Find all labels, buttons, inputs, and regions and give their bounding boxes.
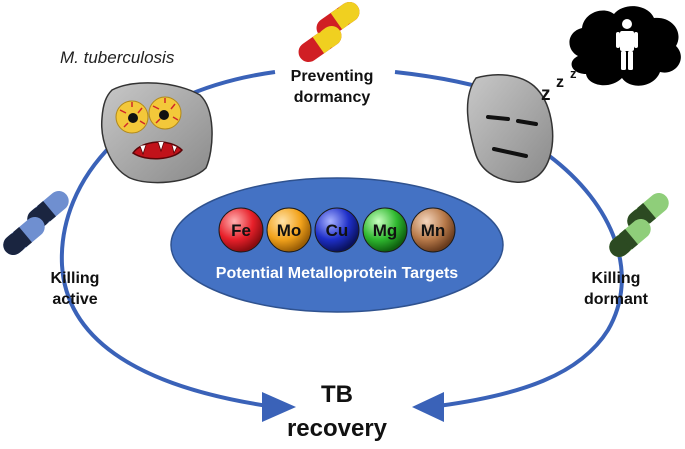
metal-symbol-cu: Cu (326, 221, 349, 240)
pill-icon-right-b (609, 219, 651, 257)
stage-killing-dormant: Killing dormant (566, 268, 666, 310)
stage-preventing-dormancy: Preventing dormancy (262, 66, 402, 108)
pill-icon-left-b (3, 217, 45, 255)
metal-ball-mn: Mn (410, 207, 456, 253)
stage-preventing-line1: Preventing (290, 68, 374, 85)
arrow-head-right (412, 392, 444, 422)
stage-killing-active-line1: Killing (50, 270, 100, 287)
metal-ball-mn-sphere (410, 207, 456, 253)
organism-label: M. tuberculosis (60, 48, 175, 67)
outcome-line1: TB (321, 381, 353, 408)
sleep-z-2: z (556, 74, 564, 91)
outcome-label: TB recovery (262, 378, 412, 446)
stage-killing-dormant-line2: dormant (584, 291, 648, 308)
metal-ball-fe: Fe (218, 207, 264, 253)
angry-eye-right (148, 96, 182, 130)
metal-symbol-mg: Mg (373, 221, 398, 240)
angry-eye-left (115, 100, 149, 134)
stage-preventing-line2: dormancy (293, 89, 371, 106)
person-icon (616, 19, 638, 70)
stage-killing-active-line2: active (52, 291, 98, 308)
dormant-bacterium (466, 73, 554, 183)
outcome-line2: recovery (286, 415, 388, 442)
metal-ball-group: Fe Mo Cu Mg Mn (218, 207, 456, 253)
sleep-z-3: z (570, 66, 577, 81)
active-bacterium (101, 82, 213, 184)
sleep-z-1: z (541, 84, 551, 105)
metal-ball-mo-sphere (266, 207, 312, 253)
metal-ball-mg-sphere (362, 207, 408, 253)
targets-title: Potential Metalloprotein Targets (216, 265, 459, 282)
metal-ball-mg: Mg (362, 207, 408, 253)
pill-icon-top-b (298, 25, 342, 63)
metal-ball-mo: Mo (266, 207, 312, 253)
metal-symbol-mo: Mo (277, 221, 302, 240)
metal-ball-cu-sphere (314, 207, 360, 253)
stage-killing-dormant-line1: Killing (591, 270, 641, 287)
metal-symbol-mn: Mn (421, 221, 446, 240)
metal-ball-cu: Cu (314, 207, 360, 253)
metal-ball-fe-sphere (218, 207, 264, 253)
metal-symbol-fe: Fe (231, 221, 251, 240)
arrow-head-left (262, 392, 296, 422)
arc-right (437, 153, 624, 408)
stage-killing-active: Killing active (30, 268, 120, 310)
